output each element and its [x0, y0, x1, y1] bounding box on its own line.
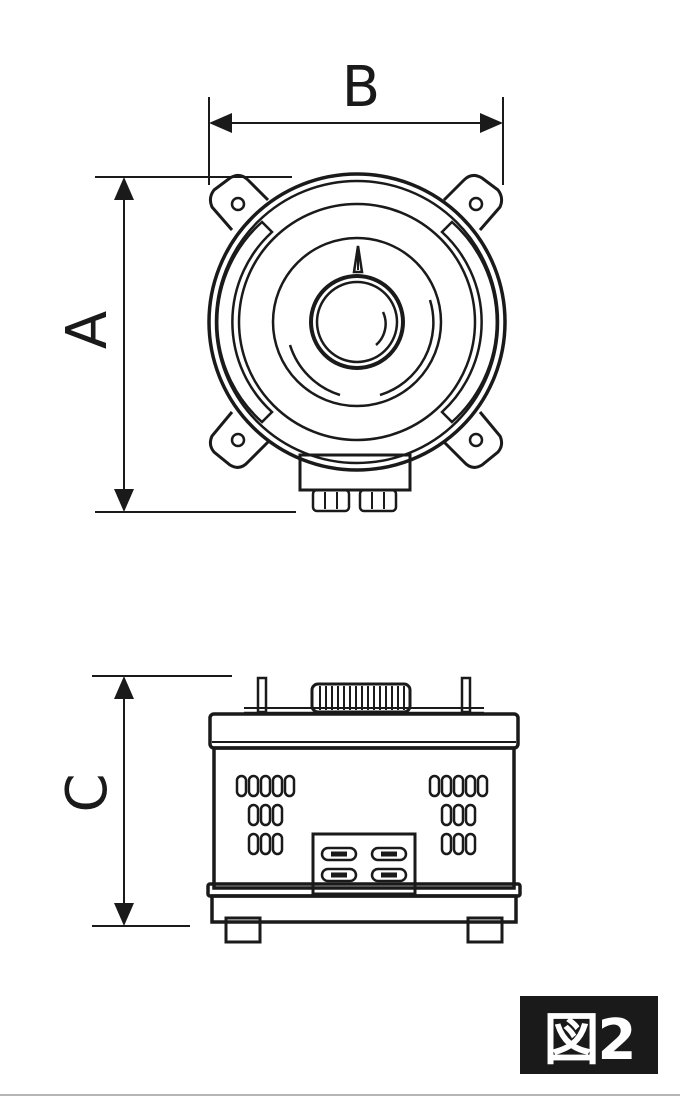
- dimension-b: B: [208, 55, 504, 185]
- dial-pointer-icon: [352, 245, 364, 274]
- terminal-screw: [370, 867, 408, 883]
- mounting-ear-top-left: [208, 173, 270, 231]
- top-view: B A: [55, 55, 507, 513]
- dimension-b-label: B: [342, 55, 380, 120]
- mounting-ear-bottom-right: [442, 411, 504, 469]
- terminal-post-right: [460, 676, 472, 714]
- mounting-ear-top-right: [442, 173, 504, 231]
- dial-knob: [271, 236, 443, 408]
- mounting-ear-bottom-left: [208, 411, 270, 469]
- vent-slots-left: [235, 774, 296, 856]
- top-cover: [208, 712, 520, 750]
- terminal-screw: [370, 846, 408, 862]
- figure-label: 図2: [520, 996, 658, 1074]
- terminal-nut-right: [358, 488, 398, 513]
- terminal-screw: [320, 867, 358, 883]
- dimension-a: A: [55, 176, 296, 513]
- divider: [0, 1094, 680, 1096]
- base: [210, 894, 518, 924]
- transformer-body-top-view: [207, 172, 507, 472]
- terminal-nut-left: [311, 488, 351, 513]
- dimension-c: C: [55, 675, 232, 927]
- side-view: C: [55, 675, 522, 944]
- terminal-screw: [320, 846, 358, 862]
- dimension-a-label: A: [55, 311, 120, 349]
- knurled-knob: [310, 682, 412, 714]
- foot-right: [466, 916, 504, 944]
- terminal-post-left: [256, 676, 268, 714]
- terminal-block-top-view: [298, 453, 412, 513]
- terminal-plate: [311, 832, 417, 896]
- foot-left: [224, 916, 262, 944]
- housing-body: [212, 746, 516, 890]
- vent-slots-right: [428, 774, 489, 856]
- dimension-c-label: C: [55, 773, 120, 812]
